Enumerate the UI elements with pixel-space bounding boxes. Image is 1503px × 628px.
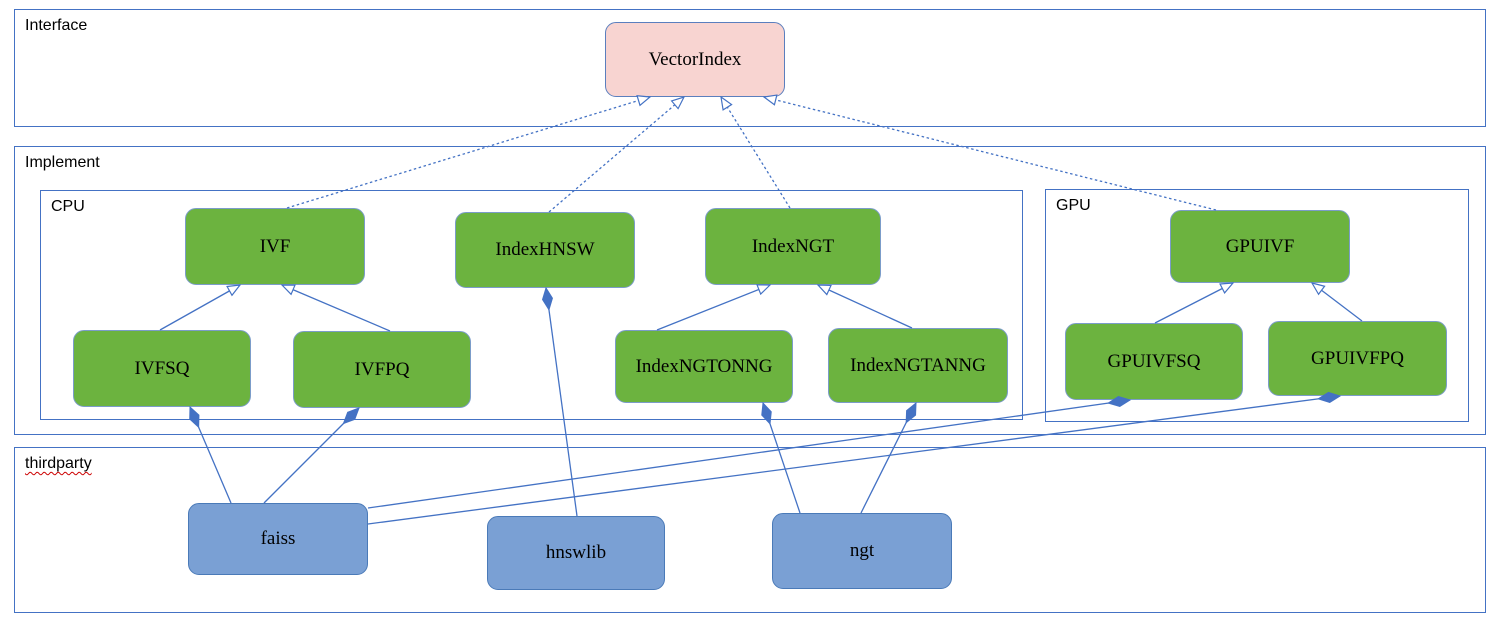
node-ivf-label: IVF [259, 235, 291, 257]
node-vectorindex: VectorIndex [605, 22, 785, 97]
node-ivf: IVF [185, 208, 365, 285]
node-ivfsq: IVFSQ [73, 330, 251, 407]
node-hnswlib-label: hnswlib [545, 542, 607, 563]
node-ivfsq-label: IVFSQ [134, 357, 190, 379]
node-ngt-label: ngt [849, 540, 875, 561]
section-thirdparty-label: thirdparty [25, 455, 92, 472]
node-indexngtanng-label: IndexNGTANNG [850, 354, 986, 376]
node-indexngtanng: IndexNGTANNG [828, 328, 1008, 403]
node-gpuivfpq: GPUIVFPQ [1268, 321, 1447, 396]
node-gpuivfpq-label: GPUIVFPQ [1311, 347, 1404, 369]
node-gpuivf-label: GPUIVF [1225, 235, 1295, 257]
node-ivfpq: IVFPQ [293, 331, 471, 408]
section-interface-label: Interface [25, 17, 88, 34]
node-hnswlib: hnswlib [487, 516, 665, 590]
node-indexhnsw-label: IndexHNSW [495, 239, 595, 260]
node-indexhnsw: IndexHNSW [455, 212, 635, 288]
section-gpu-label: GPU [1056, 197, 1091, 214]
node-ngt: ngt [772, 513, 952, 589]
node-vectorindex-label: VectorIndex [648, 48, 742, 70]
node-gpuivfsq: GPUIVFSQ [1065, 323, 1243, 400]
node-faiss-label: faiss [260, 528, 296, 549]
node-indexngt-label: IndexNGT [751, 235, 835, 257]
node-gpuivf: GPUIVF [1170, 210, 1350, 283]
section-implement-label: Implement [25, 154, 100, 171]
node-indexngt: IndexNGT [705, 208, 881, 285]
node-ivfpq-label: IVFPQ [354, 358, 410, 380]
node-indexngtonng: IndexNGTONNG [615, 330, 793, 403]
node-indexngtonng-label: IndexNGTONNG [635, 355, 773, 377]
node-gpuivfsq-label: GPUIVFSQ [1107, 350, 1201, 372]
node-faiss: faiss [188, 503, 368, 575]
section-cpu-label: CPU [51, 198, 85, 215]
